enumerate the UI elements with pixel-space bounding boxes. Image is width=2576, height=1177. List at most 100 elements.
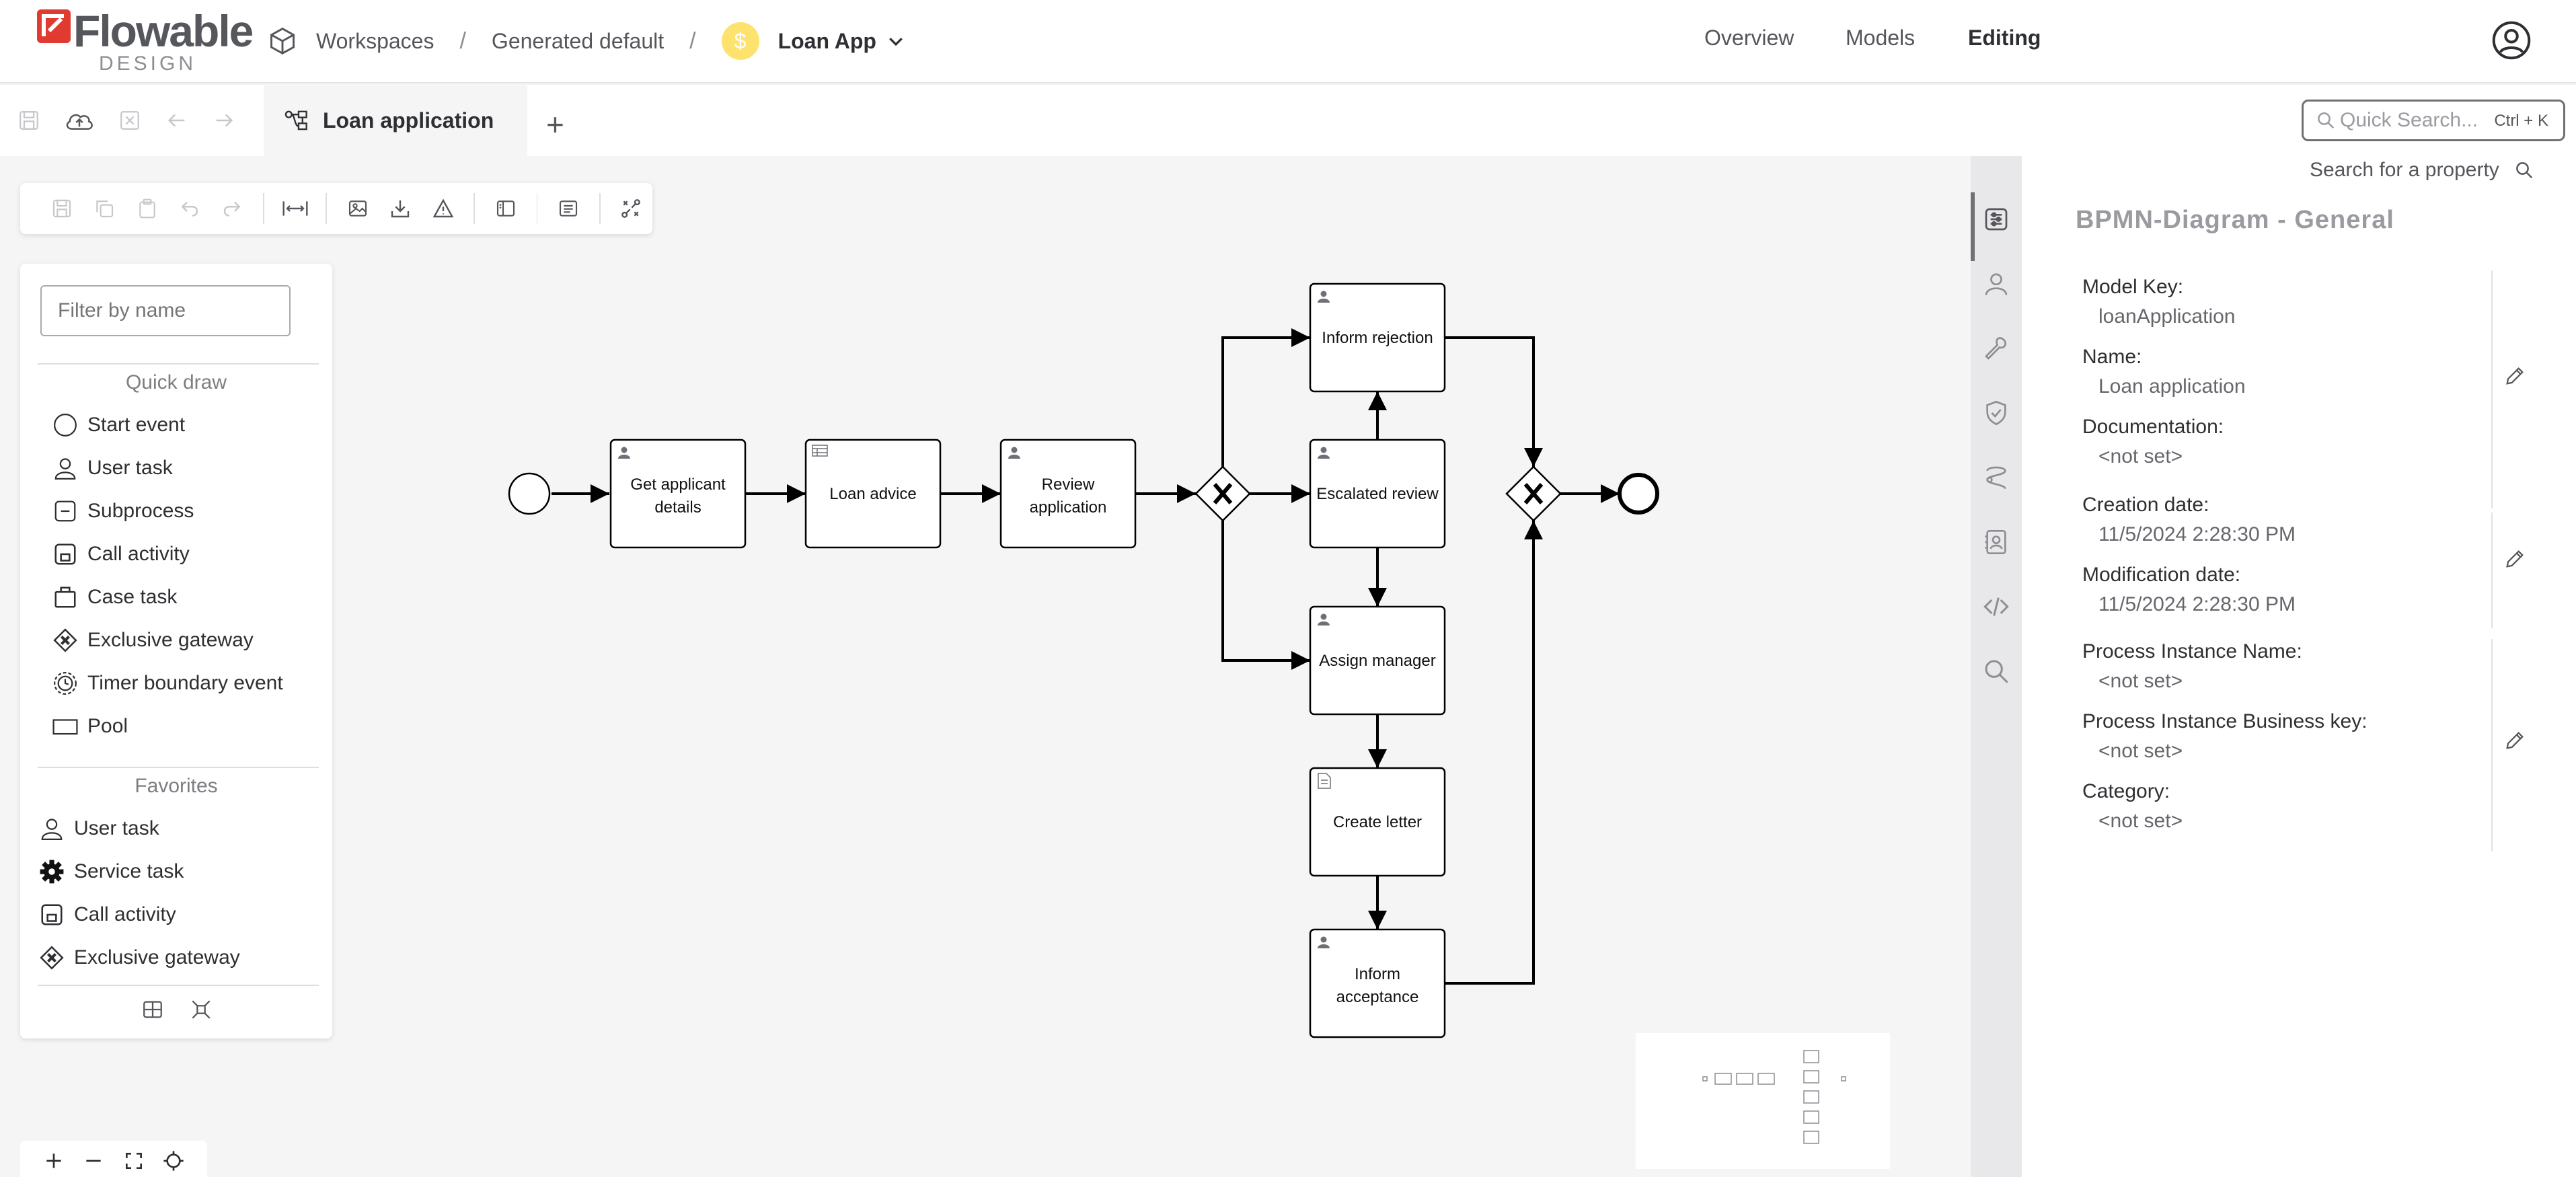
property-search-label: Search for a property xyxy=(2310,159,2499,181)
flow-icon[interactable] xyxy=(1983,464,2010,491)
palette-item-start-event[interactable]: Start event xyxy=(52,410,185,440)
nav-editing[interactable]: Editing xyxy=(1968,26,2041,50)
breadcrumb-generated-default[interactable]: Generated default xyxy=(491,28,665,53)
app-badge: $ xyxy=(721,22,759,60)
nav-overview[interactable]: Overview xyxy=(1704,26,1794,50)
paste-icon[interactable] xyxy=(126,198,168,219)
nav-models[interactable]: Models xyxy=(1846,26,1916,50)
palette-item-pool[interactable]: Pool xyxy=(52,712,128,741)
top-header: Flowable DESIGN Workspaces / Generated d… xyxy=(0,0,2576,83)
palette-item-label: User task xyxy=(87,457,173,479)
user-task-icon xyxy=(52,455,87,481)
category-label: Category: xyxy=(2082,780,2170,802)
filter-by-name-input[interactable] xyxy=(40,285,291,336)
contact-card-icon[interactable] xyxy=(1983,529,2010,556)
favorite-item-user-task[interactable]: User task xyxy=(39,814,159,843)
rail-active-indicator xyxy=(1971,192,1975,261)
image-icon[interactable] xyxy=(336,198,379,219)
palette-item-label: Subprocess xyxy=(87,500,194,522)
fit-screen-icon[interactable] xyxy=(123,1150,145,1172)
group-divider xyxy=(2491,270,2493,508)
properties-title: BPMN-Diagram - General xyxy=(2076,206,2394,234)
zoom-out-icon[interactable] xyxy=(83,1150,104,1172)
route-icon[interactable] xyxy=(610,198,652,219)
warning-icon[interactable] xyxy=(422,198,464,219)
task-label: Create letter xyxy=(1333,813,1422,831)
task-label: application xyxy=(1030,498,1107,517)
wrench-icon[interactable] xyxy=(1983,335,2010,362)
group-divider xyxy=(2491,512,2493,628)
brand-name: Flowable xyxy=(73,6,254,56)
palette-item-call-activity[interactable]: Call activity xyxy=(52,539,190,569)
palette-item-label: Call activity xyxy=(87,543,190,565)
fit-width-icon[interactable] xyxy=(274,198,316,219)
copy-icon[interactable] xyxy=(83,198,125,219)
code-icon[interactable] xyxy=(1983,593,2010,620)
start-event xyxy=(508,472,551,515)
quick-search-placeholder: Quick Search... xyxy=(2340,109,2478,131)
user-icon[interactable] xyxy=(1983,270,2010,297)
business-rule-icon xyxy=(812,445,828,457)
edit-pencil-icon[interactable] xyxy=(2503,365,2526,387)
save-icon[interactable] xyxy=(17,109,40,132)
model-key-label: Model Key: xyxy=(2082,276,2184,298)
toolbar-divider xyxy=(473,193,476,224)
flowable-logo[interactable]: Flowable DESIGN xyxy=(37,6,254,75)
breadcrumb-separator: / xyxy=(689,28,696,54)
start-event-icon xyxy=(52,412,87,438)
collapse-icon[interactable] xyxy=(190,998,213,1021)
add-tab-button[interactable]: + xyxy=(546,107,564,142)
case-task-icon xyxy=(52,584,87,610)
palette-item-label: Timer boundary event xyxy=(87,672,283,694)
edit-pencil-icon[interactable] xyxy=(2503,729,2526,752)
favorite-item-service-task[interactable]: Service task xyxy=(39,857,184,886)
quick-search-input[interactable]: Quick Search... Ctrl + K xyxy=(2302,100,2565,141)
call-activity-icon xyxy=(39,902,74,927)
chevron-down-icon[interactable] xyxy=(886,31,906,51)
save-icon[interactable] xyxy=(40,198,83,219)
flowable-logo-icon xyxy=(37,9,71,43)
bpmn-diagram[interactable]: Get applicant details Loan advice Review… xyxy=(0,156,1971,1177)
redo-icon[interactable] xyxy=(211,198,254,219)
breadcrumb-workspaces[interactable]: Workspaces xyxy=(316,28,434,53)
shield-check-icon[interactable] xyxy=(1983,400,2010,426)
grid-view-icon[interactable] xyxy=(141,998,164,1021)
diagram-canvas[interactable]: Get applicant details Loan advice Review… xyxy=(0,156,1971,1177)
breadcrumb-app[interactable]: Loan App xyxy=(778,28,876,53)
property-search[interactable]: Search for a property xyxy=(2310,159,2534,182)
flow-inform-acceptance-to-join xyxy=(1445,521,1543,985)
palette-item-exclusive-gateway[interactable]: Exclusive gateway xyxy=(52,625,254,655)
zoom-in-icon[interactable] xyxy=(43,1150,65,1172)
documentation-value: <not set> xyxy=(2098,445,2183,467)
favorite-item-exclusive-gateway[interactable]: Exclusive gateway xyxy=(39,943,240,973)
toolbar-divider xyxy=(263,193,264,224)
download-icon[interactable] xyxy=(379,198,421,219)
tab-loan-application[interactable]: Loan application xyxy=(264,85,527,156)
panel-icon[interactable] xyxy=(484,198,527,219)
task-label: Assign manager xyxy=(1319,652,1435,670)
center-view-icon[interactable] xyxy=(163,1150,184,1172)
upload-icon[interactable] xyxy=(65,109,94,132)
back-arrow-icon[interactable] xyxy=(165,109,188,132)
undo-icon[interactable] xyxy=(168,198,211,219)
favorite-item-call-activity[interactable]: Call activity xyxy=(39,900,176,929)
search-icon[interactable] xyxy=(1983,658,2010,685)
palette-item-user-task[interactable]: User task xyxy=(52,453,173,483)
palette-item-label: Exclusive gateway xyxy=(74,946,240,969)
edit-pencil-icon[interactable] xyxy=(2503,547,2526,570)
sliders-icon[interactable] xyxy=(1983,206,2010,233)
user-circle-icon[interactable] xyxy=(2491,20,2532,64)
toolbar-divider xyxy=(326,193,328,224)
list-icon[interactable] xyxy=(547,198,589,219)
exclusive-gateway-icon xyxy=(52,628,87,653)
diagram-minimap[interactable] xyxy=(1636,1033,1890,1169)
exclusive-gateway-split xyxy=(1195,465,1251,522)
palette-item-label: Exclusive gateway xyxy=(87,629,254,651)
palette-item-timer-boundary-event[interactable]: Timer boundary event xyxy=(52,669,283,698)
toolbar-divider xyxy=(599,193,601,224)
forward-arrow-icon[interactable] xyxy=(213,109,235,132)
palette-item-subprocess[interactable]: Subprocess xyxy=(52,496,194,526)
palette-item-case-task[interactable]: Case task xyxy=(52,582,177,612)
close-icon[interactable] xyxy=(118,109,141,132)
properties-rail xyxy=(1971,156,2022,1177)
